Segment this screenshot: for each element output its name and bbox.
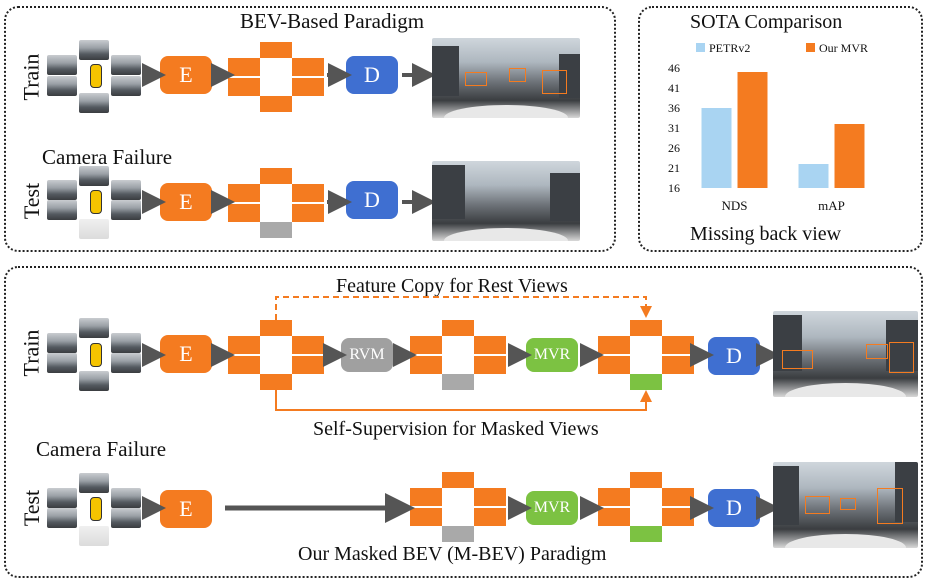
missing-back-view-label: Missing back view [690, 223, 842, 245]
detection-output-image-train-top [432, 38, 580, 118]
legend-swatch-0 [696, 43, 705, 52]
bar-map-0 [798, 164, 829, 188]
bev-grid-train-top [228, 42, 324, 112]
bev-grid-test-restored [598, 472, 694, 542]
y-tick-label-6: 16 [668, 181, 680, 195]
bev-paradigm-title: BEV-Based Paradigm [240, 9, 425, 33]
legend-swatch-1 [806, 43, 815, 52]
bar-nds-0 [701, 108, 732, 188]
mvr-box-test: MVR [526, 491, 578, 525]
bar-map-1 [834, 124, 865, 188]
bev-grid-train-masked [410, 320, 506, 390]
decoder-box-test-bottom: D [708, 489, 760, 527]
self-supervision-label: Self-Supervision for Masked Views [313, 418, 599, 440]
detection-output-image-test-bottom [773, 462, 918, 548]
decoder-box-train-bottom: D [708, 337, 760, 375]
bev-grid-test-masked [410, 472, 506, 542]
bev-paradigm-panel [4, 6, 616, 252]
sota-comparison-title: SOTA Comparison [690, 11, 843, 33]
detection-output-image-train-bottom [773, 311, 918, 397]
legend-label-1: Our MVR [819, 41, 868, 55]
y-tick-label-2: 36 [668, 101, 680, 115]
bar-nds-1 [737, 72, 768, 188]
camera-failure-label-bottom: Camera Failure [36, 437, 167, 461]
decoder-box-test-top: D [346, 181, 398, 219]
encoder-box-train-top: E [160, 56, 212, 94]
bev-grid-train-full [228, 320, 324, 390]
legend-label-0: PETRv2 [709, 41, 750, 55]
feature-copy-label: Feature Copy for Rest Views [336, 275, 568, 297]
camera-failure-label-top: Camera Failure [42, 145, 173, 169]
sota-comparison-panel [638, 6, 923, 252]
y-tick-label-1: 41 [668, 81, 680, 95]
encoder-box-test-top: E [160, 183, 212, 221]
encoder-box-test-bottom: E [160, 490, 212, 528]
x-tick-label-1: mAP [818, 198, 845, 213]
y-tick-label-0: 46 [668, 61, 680, 75]
decoder-box-train-top: D [346, 56, 398, 94]
mvr-box-train: MVR [526, 338, 578, 372]
y-tick-label-5: 21 [668, 161, 680, 175]
detection-output-image-test-top [432, 161, 580, 241]
y-tick-label-4: 26 [668, 141, 680, 155]
x-tick-label-0: NDS [721, 198, 747, 213]
mbev-paradigm-title: Our Masked BEV (M-BEV) Paradigm [298, 543, 607, 565]
rvm-box: RVM [341, 338, 393, 372]
y-tick-label-3: 31 [668, 121, 680, 135]
encoder-box-train-bottom: E [160, 335, 212, 373]
mbev-paradigm-panel [4, 266, 923, 578]
